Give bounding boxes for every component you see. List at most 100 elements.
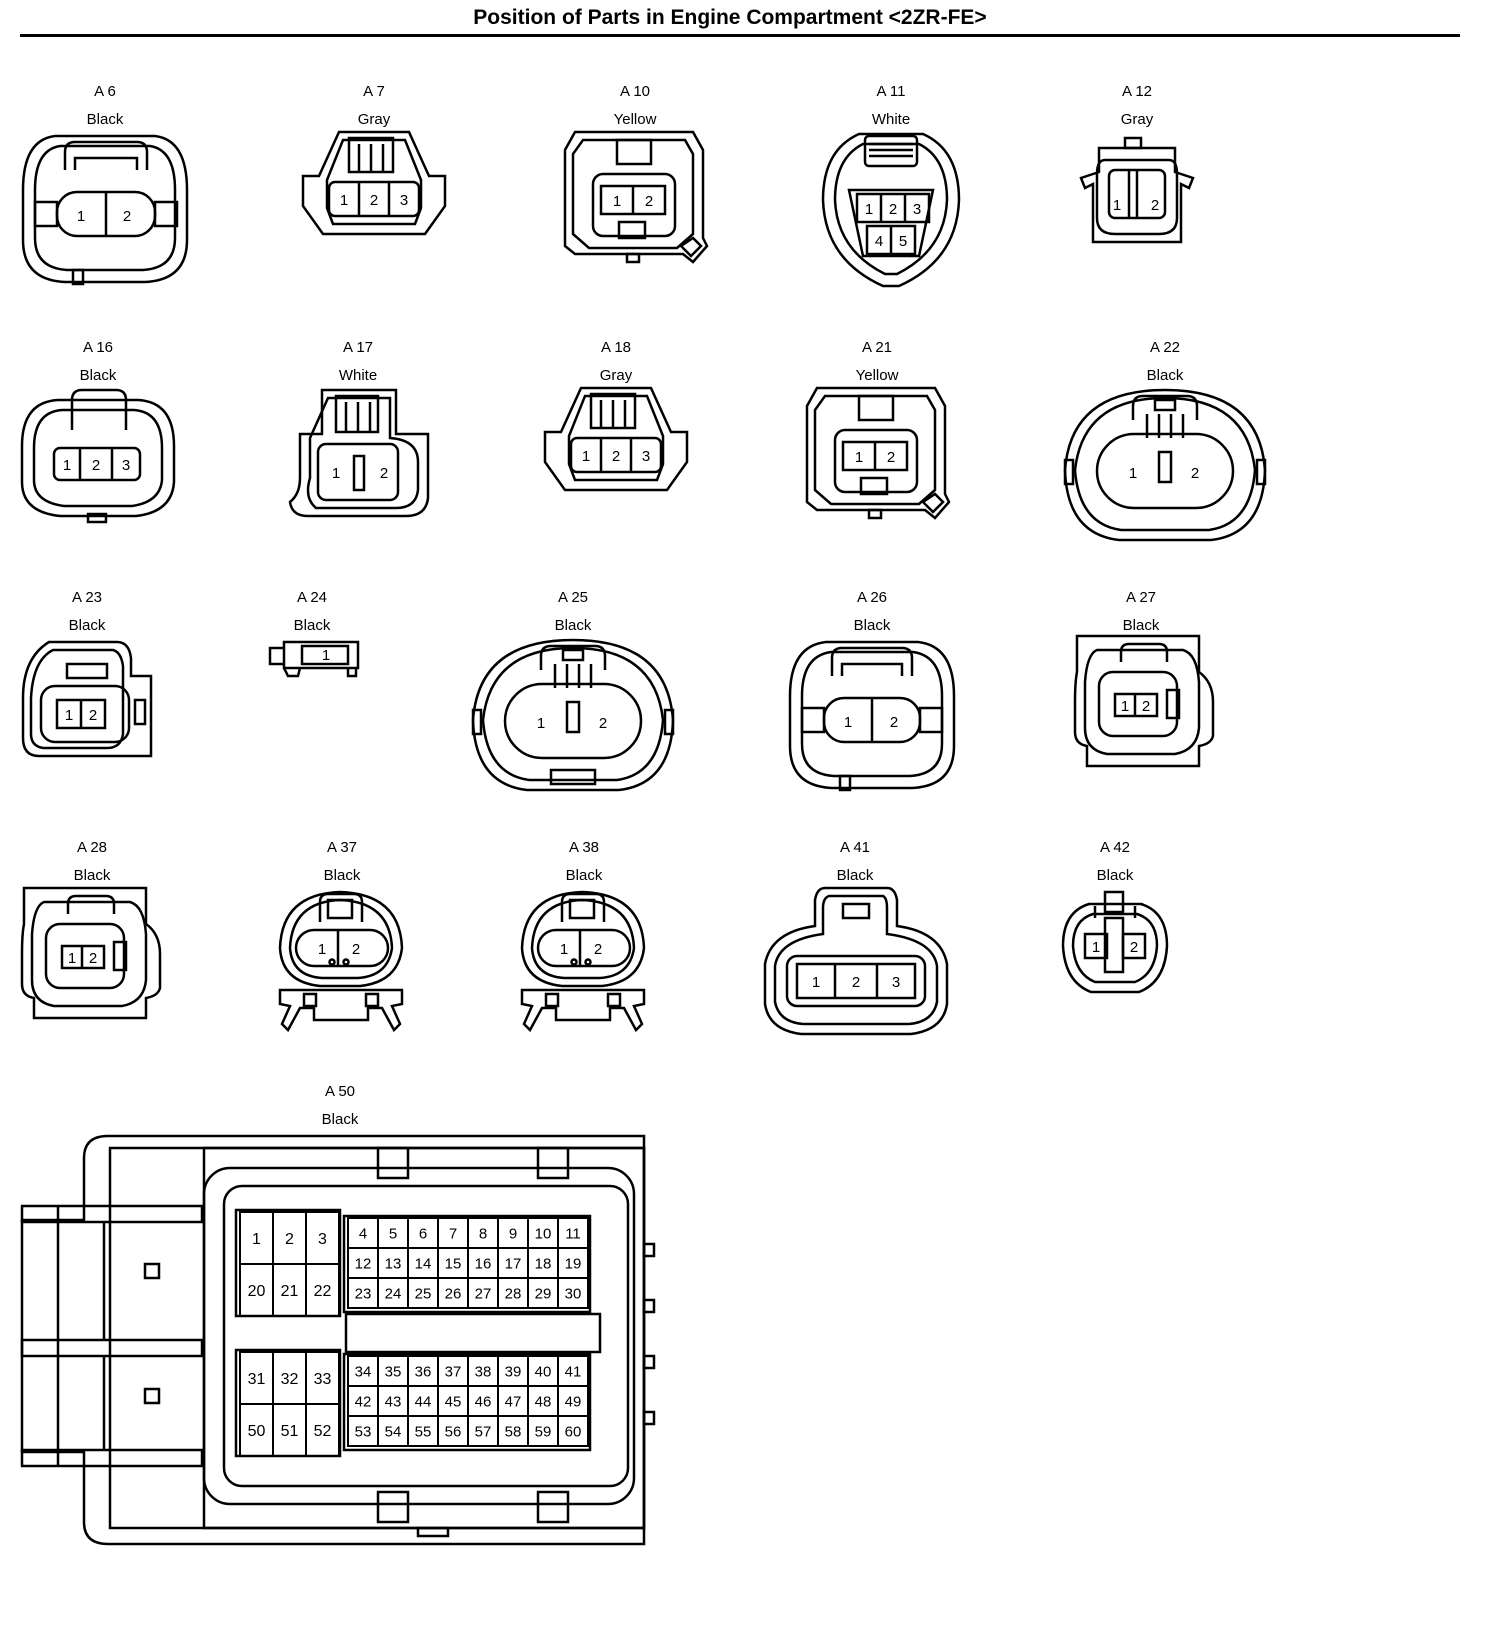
connector-code: A 37 [326, 839, 358, 856]
pin-label: 2 [889, 201, 897, 218]
connector-a11-drawing [821, 132, 961, 288]
pin-label: 46 [475, 1393, 492, 1410]
connector-a28-pins: 1 2 [68, 950, 97, 967]
connector-color: Gray [357, 111, 391, 128]
connector-a24-pins: 1 [322, 647, 330, 664]
pin-label: 51 [281, 1423, 299, 1440]
connector-a22-pins: 1 2 [1129, 465, 1199, 482]
pin-label: 50 [248, 1423, 266, 1440]
pin-label: 1 [560, 941, 568, 958]
pin-label: 32 [281, 1371, 299, 1388]
connector-a41-pins: 1 2 3 [812, 974, 900, 991]
pin-label: 1 [252, 1231, 261, 1248]
connector-code: A 23 [71, 589, 103, 606]
connector-a7-pins: 1 2 3 [340, 192, 408, 209]
pin-label: 2 [285, 1231, 294, 1248]
pin-label: 1 [855, 449, 863, 466]
connector-code: A 16 [82, 339, 114, 356]
pin-label: 1 [812, 974, 820, 991]
pin-label: 26 [445, 1285, 462, 1302]
pin-label: 47 [505, 1393, 522, 1410]
connector-code: A 27 [1125, 589, 1157, 606]
pin-label: 1 [613, 193, 621, 210]
connector-code: A 18 [600, 339, 632, 356]
pin-label: 2 [123, 208, 131, 225]
pin-label: 54 [385, 1423, 402, 1440]
connector-color: Black [1096, 867, 1134, 884]
pin-label: 30 [565, 1285, 582, 1302]
pin-label: 33 [314, 1371, 332, 1388]
pin-label: 1 [582, 448, 590, 465]
pin-label: 1 [63, 457, 71, 474]
pin-label: 27 [475, 1285, 492, 1302]
connector-a37-pins: 1 2 [318, 941, 360, 958]
pin-label: 28 [505, 1285, 522, 1302]
connector-color: White [338, 367, 378, 384]
pin-label: 2 [89, 950, 97, 967]
connector-color: Black [79, 367, 117, 384]
connector-a17-drawing [288, 388, 430, 518]
connector-code: A 22 [1149, 339, 1181, 356]
pin-label: 12 [355, 1255, 372, 1272]
connector-a6-pins: 1 2 [77, 208, 131, 225]
pin-label: 1 [322, 647, 330, 664]
pin-label: 2 [370, 192, 378, 209]
connector-a11-pins: 1 2 3 4 5 [865, 201, 921, 250]
pin-label: 2 [852, 974, 860, 991]
connector-code: A 50 [324, 1083, 356, 1100]
pin-label: 2 [612, 448, 620, 465]
connector-a21-drawing [805, 386, 951, 520]
connector-a42-drawing [1061, 890, 1169, 994]
connector-code: A 28 [76, 839, 108, 856]
connector-a18-pins: 1 2 3 [582, 448, 650, 465]
pin-label: 22 [314, 1283, 332, 1300]
pin-label: 6 [419, 1225, 427, 1242]
pin-label: 4 [359, 1225, 367, 1242]
connector-a28-drawing [20, 886, 162, 1020]
connector-a12-drawing [1079, 136, 1195, 244]
connector-code: A 24 [296, 589, 328, 606]
connector-color: Yellow [613, 111, 657, 128]
connector-a16-drawing [20, 388, 176, 524]
pin-label: 37 [445, 1363, 462, 1380]
pin-label: 49 [565, 1393, 582, 1410]
pin-label: 25 [415, 1285, 432, 1302]
connector-color: Black [1146, 367, 1184, 384]
pin-label: 1 [1092, 939, 1100, 956]
pin-label: 2 [599, 715, 607, 732]
connector-code: A 21 [861, 339, 893, 356]
connector-code: A 41 [839, 839, 871, 856]
connector-a24-drawing [268, 640, 360, 678]
connector-color: Black [86, 111, 124, 128]
connector-a10-pins: 1 2 [613, 193, 653, 210]
pin-label: 29 [535, 1285, 552, 1302]
pin-label: 5 [899, 233, 907, 250]
connector-color: White [871, 111, 911, 128]
connector-code: A 10 [619, 83, 651, 100]
connector-a42-pins: 1 2 [1092, 939, 1138, 956]
pin-label: 2 [1130, 939, 1138, 956]
pin-label: 42 [355, 1393, 372, 1410]
connector-code: A 26 [856, 589, 888, 606]
connector-a21-pins: 1 2 [855, 449, 895, 466]
pin-label: 1 [65, 707, 73, 724]
pin-label: 10 [535, 1225, 552, 1242]
pin-label: 4 [875, 233, 883, 250]
pin-label: 16 [475, 1255, 492, 1272]
pin-label: 3 [892, 974, 900, 991]
pin-label: 5 [389, 1225, 397, 1242]
pin-label: 2 [89, 707, 97, 724]
title-rule [20, 34, 1460, 37]
pin-label: 1 [340, 192, 348, 209]
connector-color: Black [836, 867, 874, 884]
pin-label: 3 [400, 192, 408, 209]
pin-cell [557, 1277, 589, 1309]
connector-code: A 25 [557, 589, 589, 606]
pin-label: 45 [445, 1393, 462, 1410]
connector-color: Gray [1120, 111, 1154, 128]
pin-label: 1 [537, 715, 545, 732]
connector-a22-drawing [1063, 388, 1267, 542]
pin-label: 21 [281, 1283, 299, 1300]
pin-label: 2 [1151, 197, 1159, 214]
connector-color: Black [1122, 617, 1160, 634]
